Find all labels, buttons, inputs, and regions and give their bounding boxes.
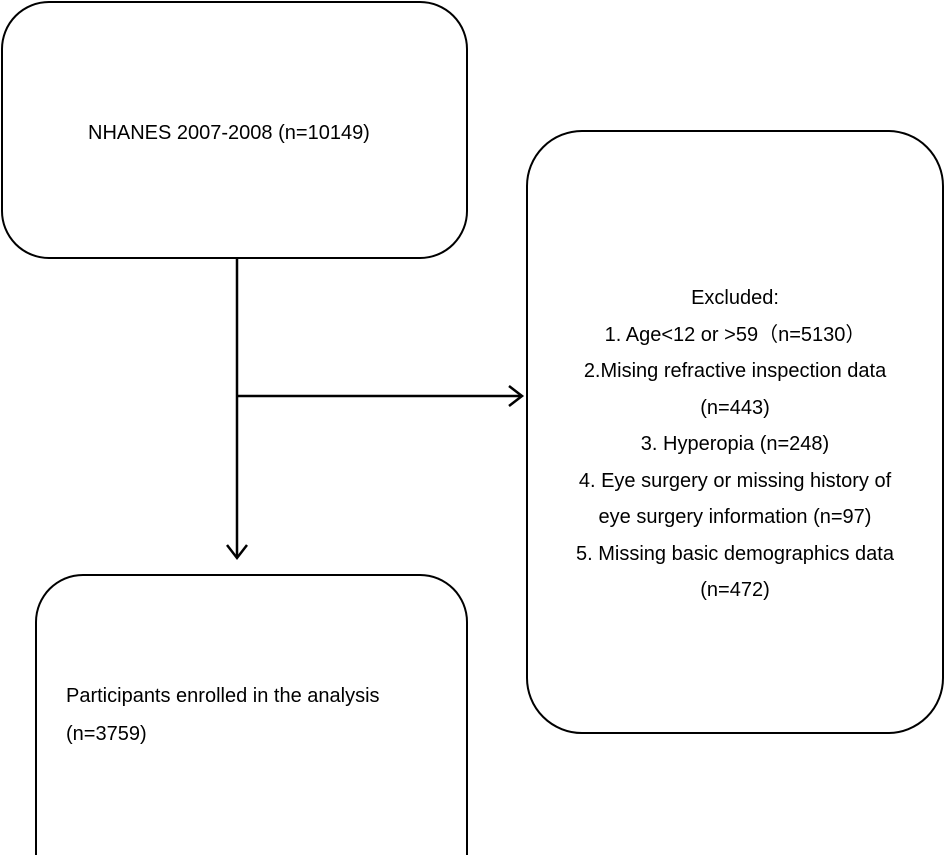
- excluded-line: eye surgery information (n=97): [598, 506, 872, 528]
- excluded-line: 5. Missing basic demographics data: [576, 542, 894, 565]
- excluded-line: 2.Mising refractive inspection data: [583, 360, 887, 382]
- excluded-line: (n=443): [700, 396, 770, 419]
- enrolled-box-label: Participants enrolled in the analysis: [66, 685, 380, 707]
- excluded-line: 3. Hyperopia (n=248): [640, 433, 830, 455]
- source-box-label: NHANES 2007-2008 (n=10149): [88, 122, 370, 144]
- excluded-text-block: Excluded: 1. Age<12 or >59（n=5130） 2.Mis…: [528, 280, 942, 609]
- excluded-heading: Excluded:: [691, 287, 779, 309]
- excluded-box: [526, 130, 944, 734]
- down-arrowhead: [226, 544, 248, 561]
- enrolled-box-count: (n=3759): [66, 723, 147, 745]
- right-arrowhead: [508, 385, 525, 407]
- enrolled-box: [35, 574, 468, 855]
- excluded-line: 4. Eye surgery or missing history of: [578, 469, 892, 492]
- excluded-line: 1. Age<12 or >59（n=5130）: [604, 323, 866, 346]
- excluded-line: (n=472): [700, 579, 770, 601]
- source-box: [1, 1, 468, 259]
